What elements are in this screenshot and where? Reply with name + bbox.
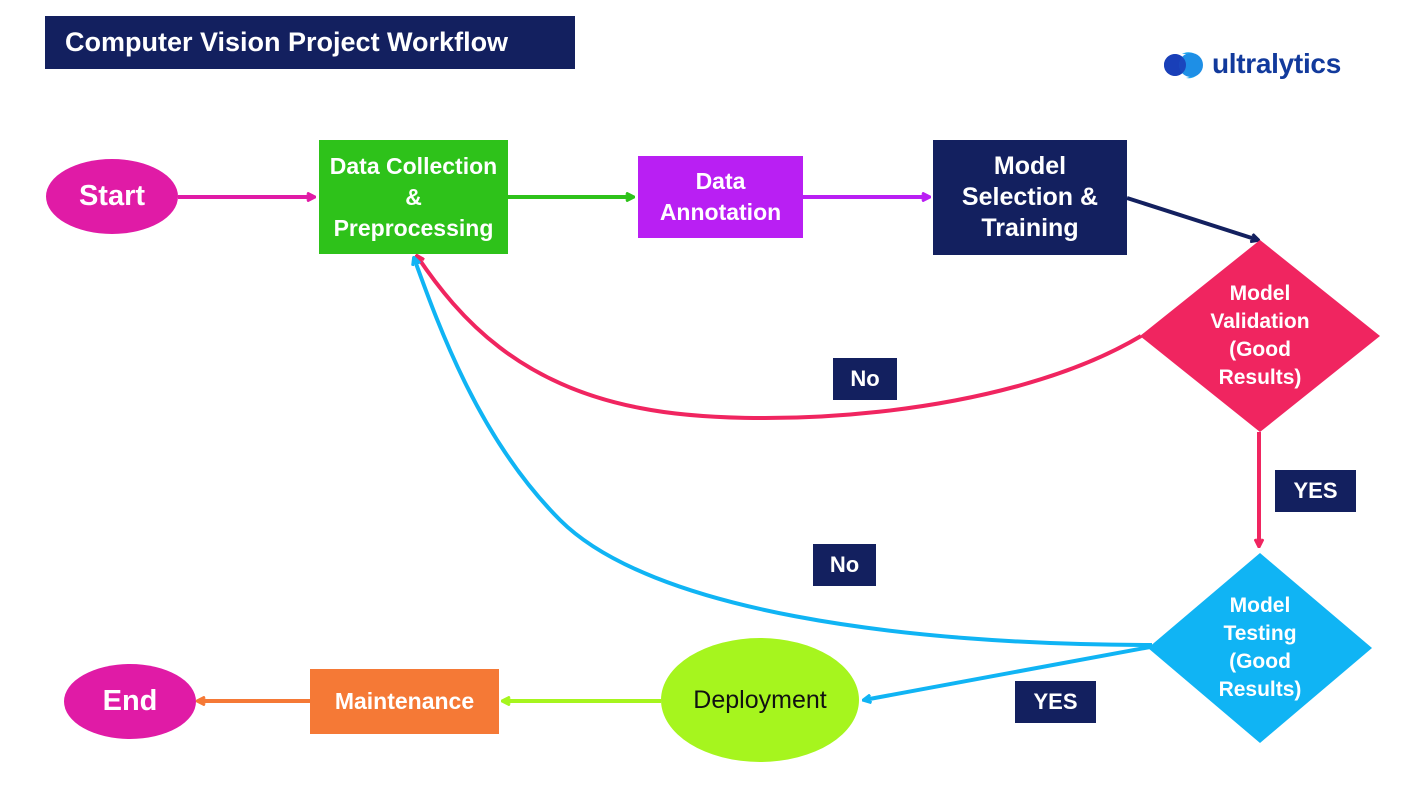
testing-yes-label: YES — [1015, 681, 1096, 723]
model-validation-label: Model Validation (Good Results) — [1210, 282, 1310, 389]
end-label: End — [102, 685, 158, 717]
maintenance-node: Maintenance — [310, 669, 499, 734]
data-collection-node: Data Collection & Preprocessing — [319, 140, 508, 254]
ultralytics-logo-icon — [1164, 52, 1203, 79]
model-testing-label: Model Testing (Good Results) — [1218, 594, 1302, 701]
testing-diamond-shape — [1148, 553, 1372, 743]
logo-text: ultralytics — [1212, 48, 1341, 79]
edge-training-to-validation — [1126, 196, 1258, 240]
edge-validation-no-to-collection — [417, 256, 1143, 421]
data-annotation-node: Data Annotation — [638, 156, 803, 238]
start-label: Start — [78, 180, 146, 212]
deployment-label: Deployment — [693, 685, 827, 714]
testing-no-label: No — [813, 544, 876, 586]
edge-testing-no-to-collection — [414, 258, 1153, 647]
data-annotation-label: Data Annotation — [659, 168, 782, 225]
model-training-label: Model Selection & Training — [961, 152, 1099, 242]
deployment-node: Deployment — [661, 638, 859, 762]
maintenance-label: Maintenance — [334, 688, 475, 714]
validation-yes-label: YES — [1275, 470, 1356, 512]
edge-testing-yes-to-deployment — [864, 645, 1151, 700]
model-training-node: Model Selection & Training — [933, 140, 1127, 255]
ultralytics-logo: ultralytics — [1162, 42, 1341, 86]
data-collection-label: Data Collection & Preprocessing — [329, 152, 498, 241]
diagram-title: Computer Vision Project Workflow — [45, 16, 575, 69]
end-node: End — [64, 664, 196, 739]
validation-no-label: No — [833, 358, 897, 400]
start-node: Start — [46, 159, 178, 234]
validation-diamond-shape — [1140, 240, 1380, 432]
